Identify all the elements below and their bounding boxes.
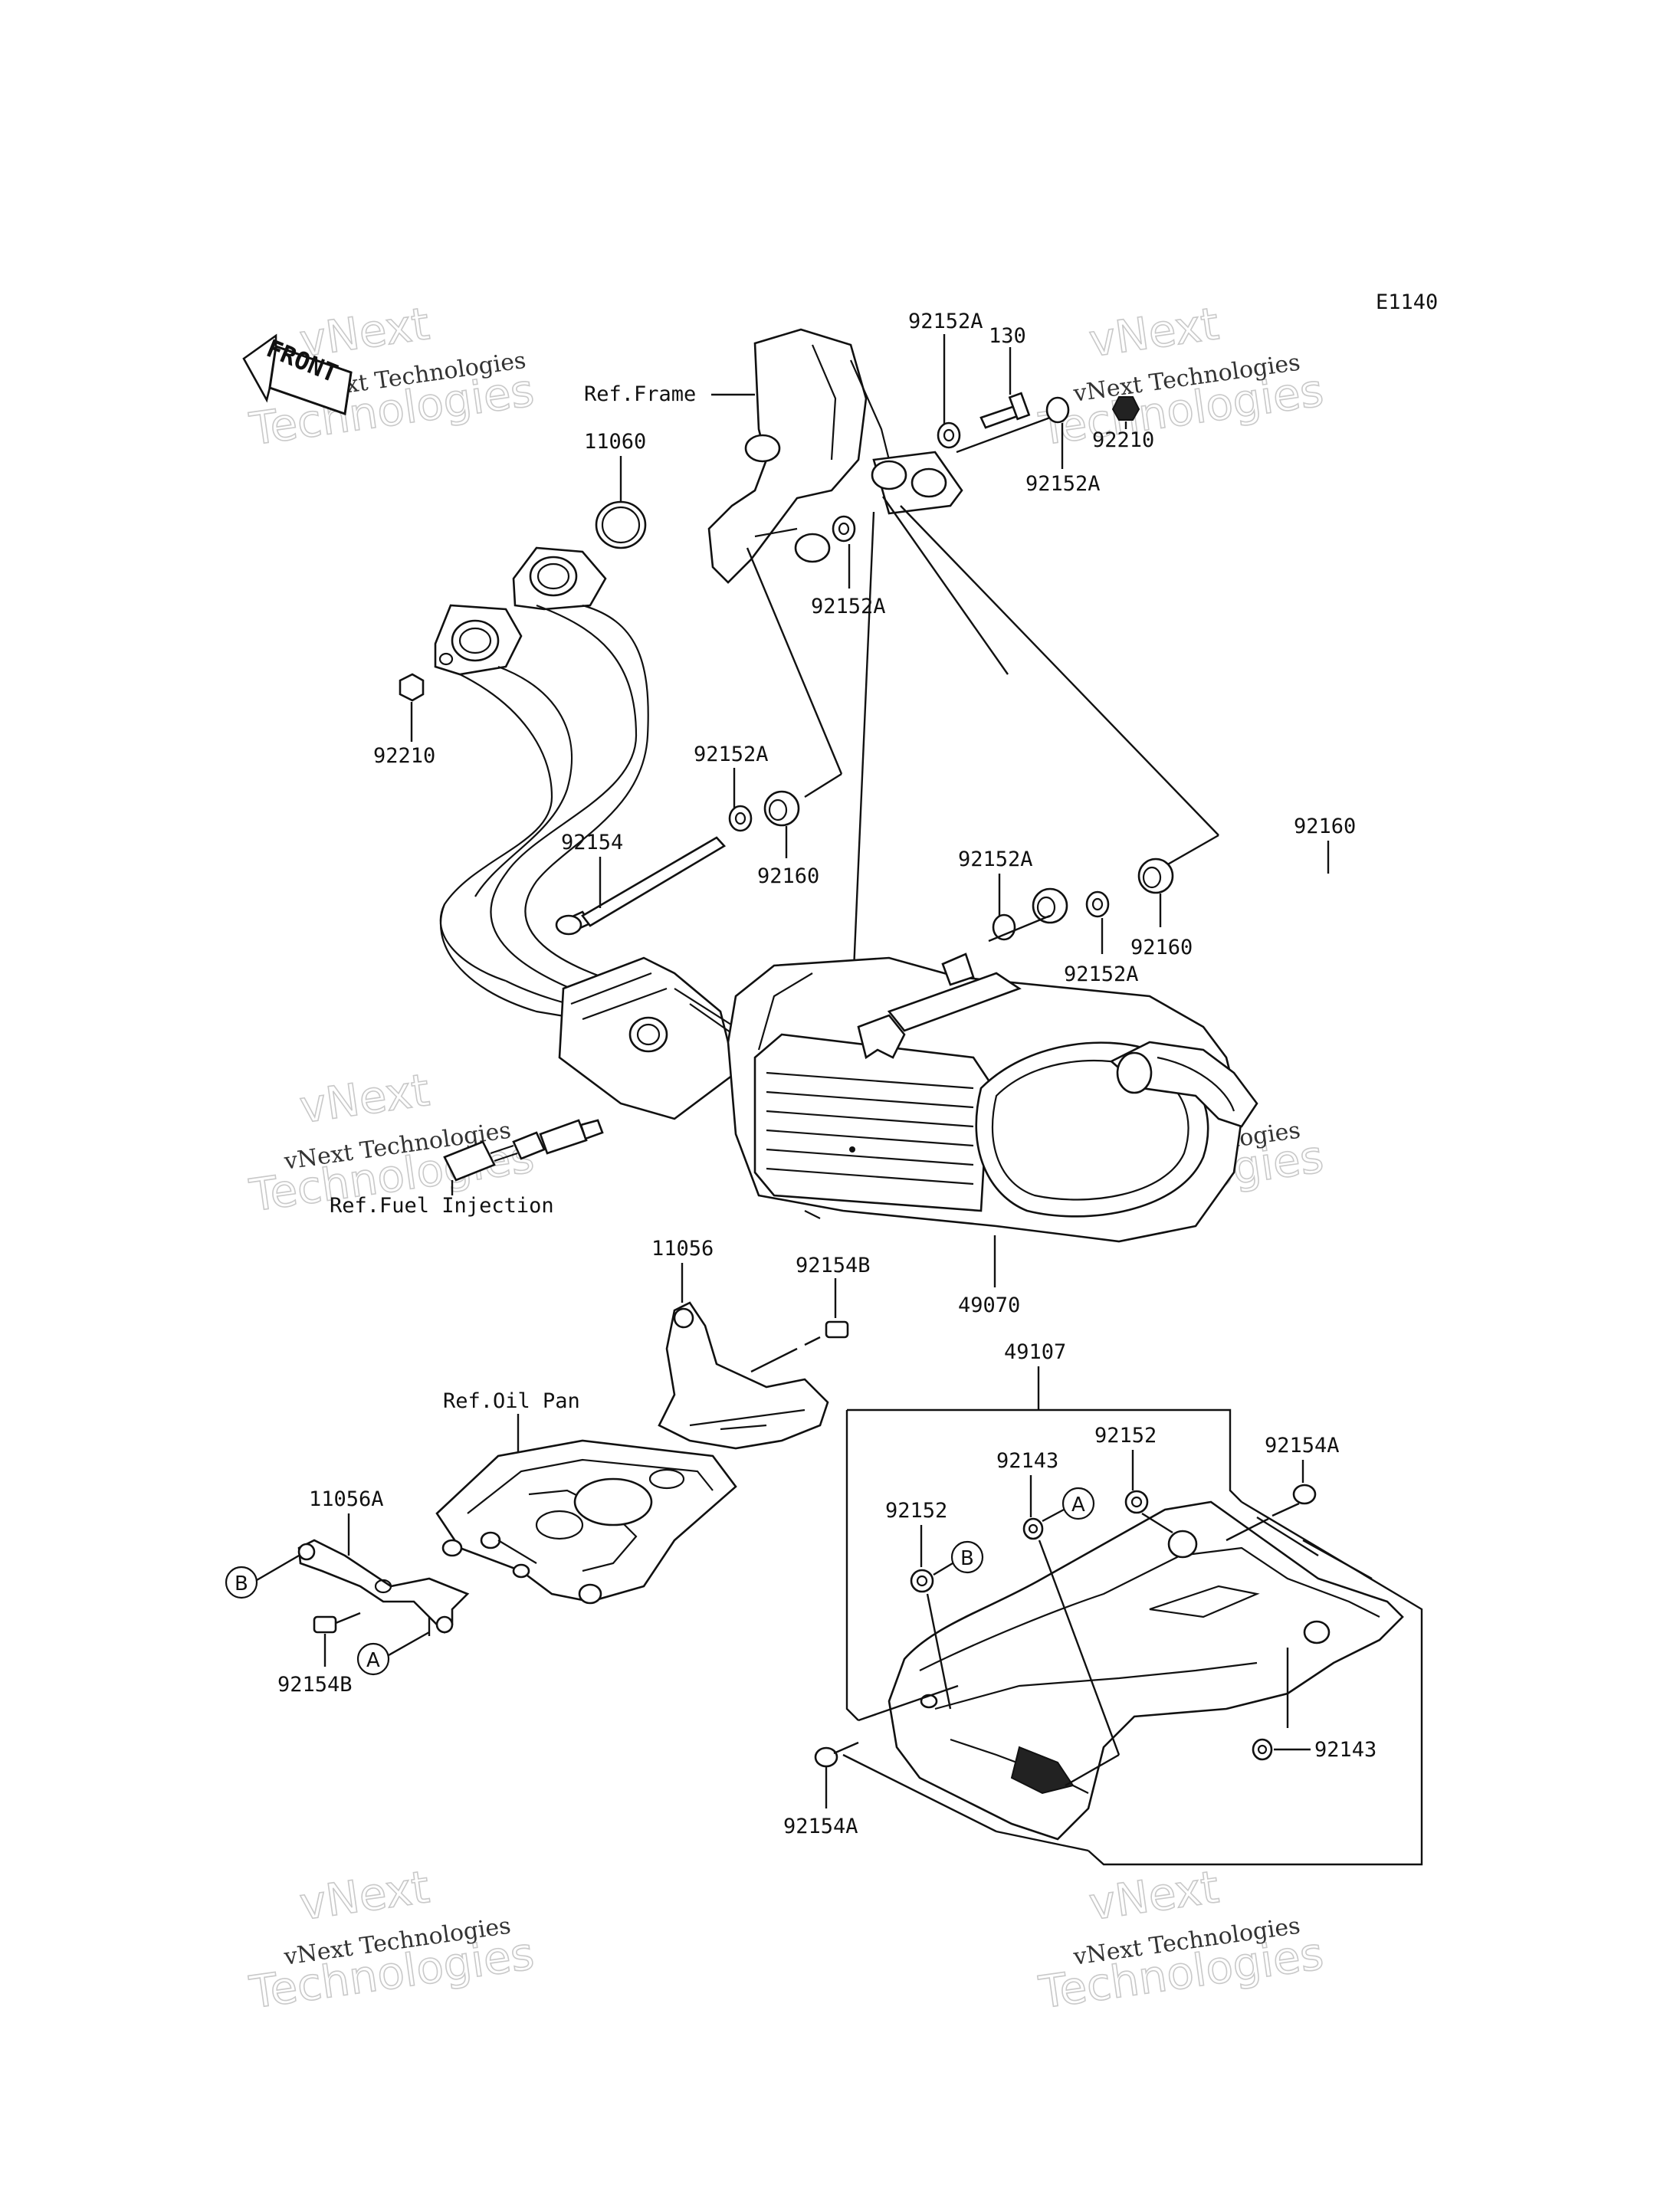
part-130: 130 bbox=[989, 324, 1026, 348]
watermark-bottom-right: vNext Technologies vNext Technologies bbox=[1035, 1860, 1327, 2019]
front-arrow-icon: FRONT bbox=[242, 333, 353, 416]
bolt-92154B-top bbox=[804, 1320, 849, 1346]
oil-pan bbox=[435, 1439, 737, 1605]
bolt-130 bbox=[979, 392, 1031, 429]
part-92152A-top-left: 92152A bbox=[908, 310, 983, 333]
cover-group-outline bbox=[845, 1408, 1423, 1866]
grommet-92152-left bbox=[910, 1569, 934, 1593]
grommet-right bbox=[1137, 857, 1174, 894]
grommet-right-top bbox=[1032, 887, 1068, 924]
grommet-92143-right bbox=[1252, 1738, 1273, 1761]
svg-text:vNext: vNext bbox=[1086, 297, 1222, 367]
part-49107: 49107 bbox=[1004, 1340, 1066, 1364]
part-11056A: 11056A bbox=[309, 1487, 384, 1511]
muffler-49070 bbox=[727, 953, 1258, 1243]
watermark-top-right: vNext Technologies vNext Technologies bbox=[1035, 297, 1327, 456]
part-92143-right: 92143 bbox=[1314, 1738, 1376, 1762]
diagram-code: E1140 bbox=[1376, 290, 1438, 314]
part-49070: 49070 bbox=[958, 1294, 1020, 1317]
washer-right-low bbox=[1085, 890, 1110, 918]
frame-bracket bbox=[707, 328, 963, 584]
gasket-11060 bbox=[595, 500, 647, 549]
part-92160-center: 92160 bbox=[757, 864, 819, 888]
ref-fuel-injection-label: Ref.Fuel Injection bbox=[330, 1194, 554, 1218]
part-92152-top: 92152 bbox=[1094, 1424, 1157, 1448]
washer-mid bbox=[832, 515, 856, 543]
svg-text:vNext: vNext bbox=[297, 1064, 432, 1133]
nut-92210-left bbox=[399, 673, 425, 702]
svg-text:B: B bbox=[960, 1547, 974, 1570]
svg-text:A: A bbox=[366, 1649, 380, 1672]
exhaust-header-pipes bbox=[434, 546, 767, 1120]
part-11056: 11056 bbox=[651, 1237, 714, 1261]
bracket-11056A bbox=[297, 1539, 470, 1634]
svg-text:vNext: vNext bbox=[1086, 1861, 1222, 1930]
grommet-center bbox=[763, 790, 800, 827]
part-92152A-center: 92152A bbox=[694, 743, 769, 766]
part-92152A-mid: 92152A bbox=[811, 595, 886, 618]
part-92152A-right-low: 92152A bbox=[1064, 962, 1139, 986]
bolt-92154A-bottom bbox=[814, 1741, 859, 1768]
part-92210-left: 92210 bbox=[373, 744, 435, 768]
part-92154B-top: 92154B bbox=[796, 1254, 871, 1277]
part-92154A-bottom: 92154A bbox=[783, 1815, 858, 1838]
svg-text:B: B bbox=[235, 1572, 248, 1595]
svg-text:vNext: vNext bbox=[297, 1861, 432, 1930]
ref-frame-label: Ref.Frame bbox=[584, 382, 696, 406]
marker-B-right: B bbox=[950, 1540, 984, 1574]
part-92143-top: 92143 bbox=[996, 1449, 1058, 1473]
bolt-92154A-top bbox=[1271, 1484, 1317, 1517]
grommet-92143-top bbox=[1022, 1517, 1044, 1540]
washer-top-right bbox=[1045, 396, 1070, 424]
marker-A-left: A bbox=[356, 1642, 390, 1676]
washer-top-left bbox=[937, 421, 961, 449]
svg-text:A: A bbox=[1071, 1494, 1085, 1517]
marker-B-left: B bbox=[225, 1566, 258, 1599]
grommet-92152-top bbox=[1124, 1490, 1149, 1514]
bolt-92154B-bottom bbox=[313, 1612, 361, 1634]
part-92154: 92154 bbox=[561, 831, 623, 854]
washer-right bbox=[992, 913, 1016, 941]
bracket-11056 bbox=[658, 1301, 829, 1450]
bolt-92154 bbox=[555, 836, 727, 936]
marker-A-right: A bbox=[1061, 1487, 1095, 1520]
part-92154B-bottom: 92154B bbox=[277, 1673, 353, 1697]
part-92210-top: 92210 bbox=[1092, 428, 1154, 452]
part-11060: 11060 bbox=[584, 430, 646, 454]
part-92152-left: 92152 bbox=[885, 1499, 947, 1523]
washer-center bbox=[728, 805, 753, 832]
part-92160-right-top: 92160 bbox=[1294, 815, 1356, 838]
oxygen-sensor bbox=[443, 1119, 604, 1182]
cover-49107 bbox=[888, 1500, 1404, 1841]
nut-92210-top bbox=[1111, 396, 1140, 421]
ref-oil-pan-label: Ref.Oil Pan bbox=[443, 1389, 580, 1413]
watermark-bottom-left: vNext Technologies vNext Technologies bbox=[246, 1860, 538, 2019]
part-92160-right: 92160 bbox=[1130, 936, 1193, 959]
part-92152A-right: 92152A bbox=[958, 848, 1033, 871]
part-92152A-top-right: 92152A bbox=[1025, 472, 1101, 496]
part-92154A-top: 92154A bbox=[1265, 1434, 1340, 1458]
